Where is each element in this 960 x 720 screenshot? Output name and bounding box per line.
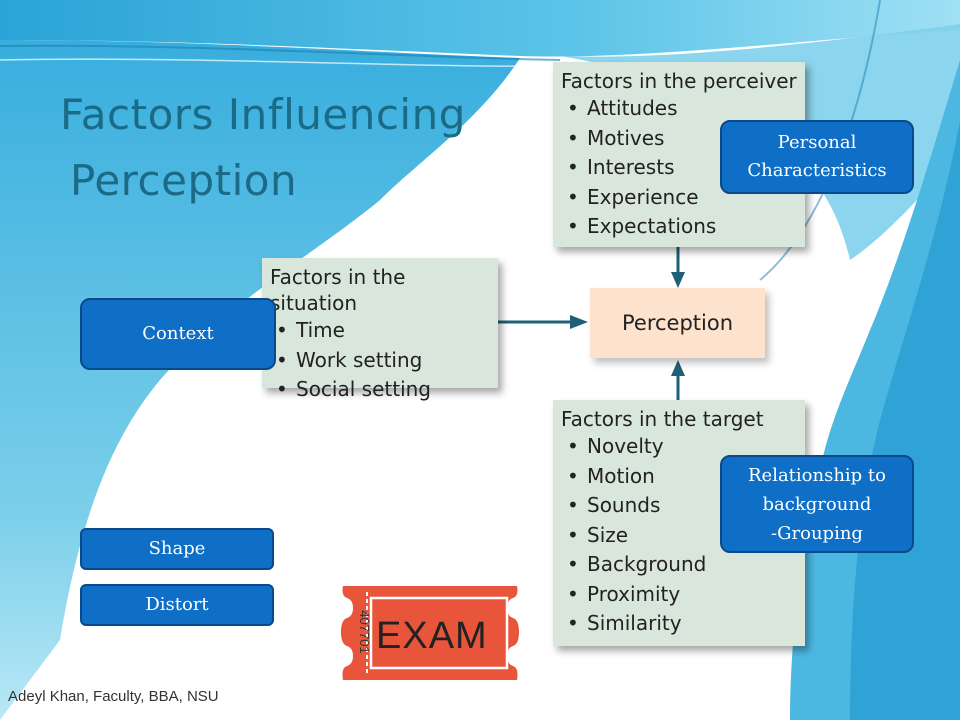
- slide-footer: Adeyl Khan, Faculty, BBA, NSU: [8, 688, 219, 705]
- target-item: Similarity: [567, 609, 805, 639]
- arrowhead-situation: [570, 315, 588, 329]
- perceiver-item: Motives: [567, 124, 805, 154]
- target-item: Size: [567, 521, 805, 551]
- perceiver-item: Attitudes: [567, 94, 805, 124]
- target-heading: Factors in the target: [561, 407, 764, 431]
- title-line-1: Factors Influencing: [60, 90, 466, 139]
- situation-item: Time: [276, 316, 498, 346]
- target-item: Proximity: [567, 580, 805, 610]
- perceiver-item: Experience: [567, 183, 805, 213]
- title-line-2: Perception: [70, 156, 298, 205]
- situation-item: Social setting: [276, 375, 498, 405]
- perceiver-item: Expectations: [567, 212, 805, 242]
- situation-factors-box: Factors in the situation Time Work setti…: [262, 258, 498, 404]
- personal-characteristics-callout[interactable]: Personal Characteristics: [720, 120, 914, 194]
- target-item: Motion: [567, 462, 805, 492]
- perceiver-heading: Factors in the perceiver: [561, 69, 797, 93]
- exam-ticket-label: EXAM: [376, 615, 488, 657]
- context-callout[interactable]: Context: [80, 298, 276, 370]
- slide-title: Factors Influencing Perception: [60, 82, 500, 214]
- perceiver-factors-box: Factors in the perceiver Attitudes Motiv…: [553, 62, 805, 247]
- target-item: Background: [567, 550, 805, 580]
- perception-box: Perception: [590, 288, 765, 358]
- exam-ticket-number: 407701: [357, 610, 372, 654]
- target-item: Sounds: [567, 491, 805, 521]
- situation-list: Time Work setting Social setting: [262, 316, 498, 405]
- arrowhead-perceiver: [671, 272, 685, 288]
- target-list: Novelty Motion Sounds Size Background Pr…: [553, 432, 805, 639]
- exam-ticket-icon: [341, 586, 519, 680]
- shape-callout[interactable]: Shape: [80, 528, 274, 570]
- situation-item: Work setting: [276, 346, 498, 376]
- distort-callout[interactable]: Distort: [80, 584, 274, 626]
- relationship-background-callout[interactable]: Relationship to background -Grouping: [720, 455, 914, 553]
- arrowhead-target: [671, 360, 685, 376]
- situation-heading: Factors in the situation: [270, 265, 406, 315]
- perceiver-list: Attitudes Motives Interests Experience E…: [553, 94, 805, 242]
- perceiver-item: Interests: [567, 153, 805, 183]
- target-factors-box: Factors in the target Novelty Motion Sou…: [553, 400, 805, 646]
- target-item: Novelty: [567, 432, 805, 462]
